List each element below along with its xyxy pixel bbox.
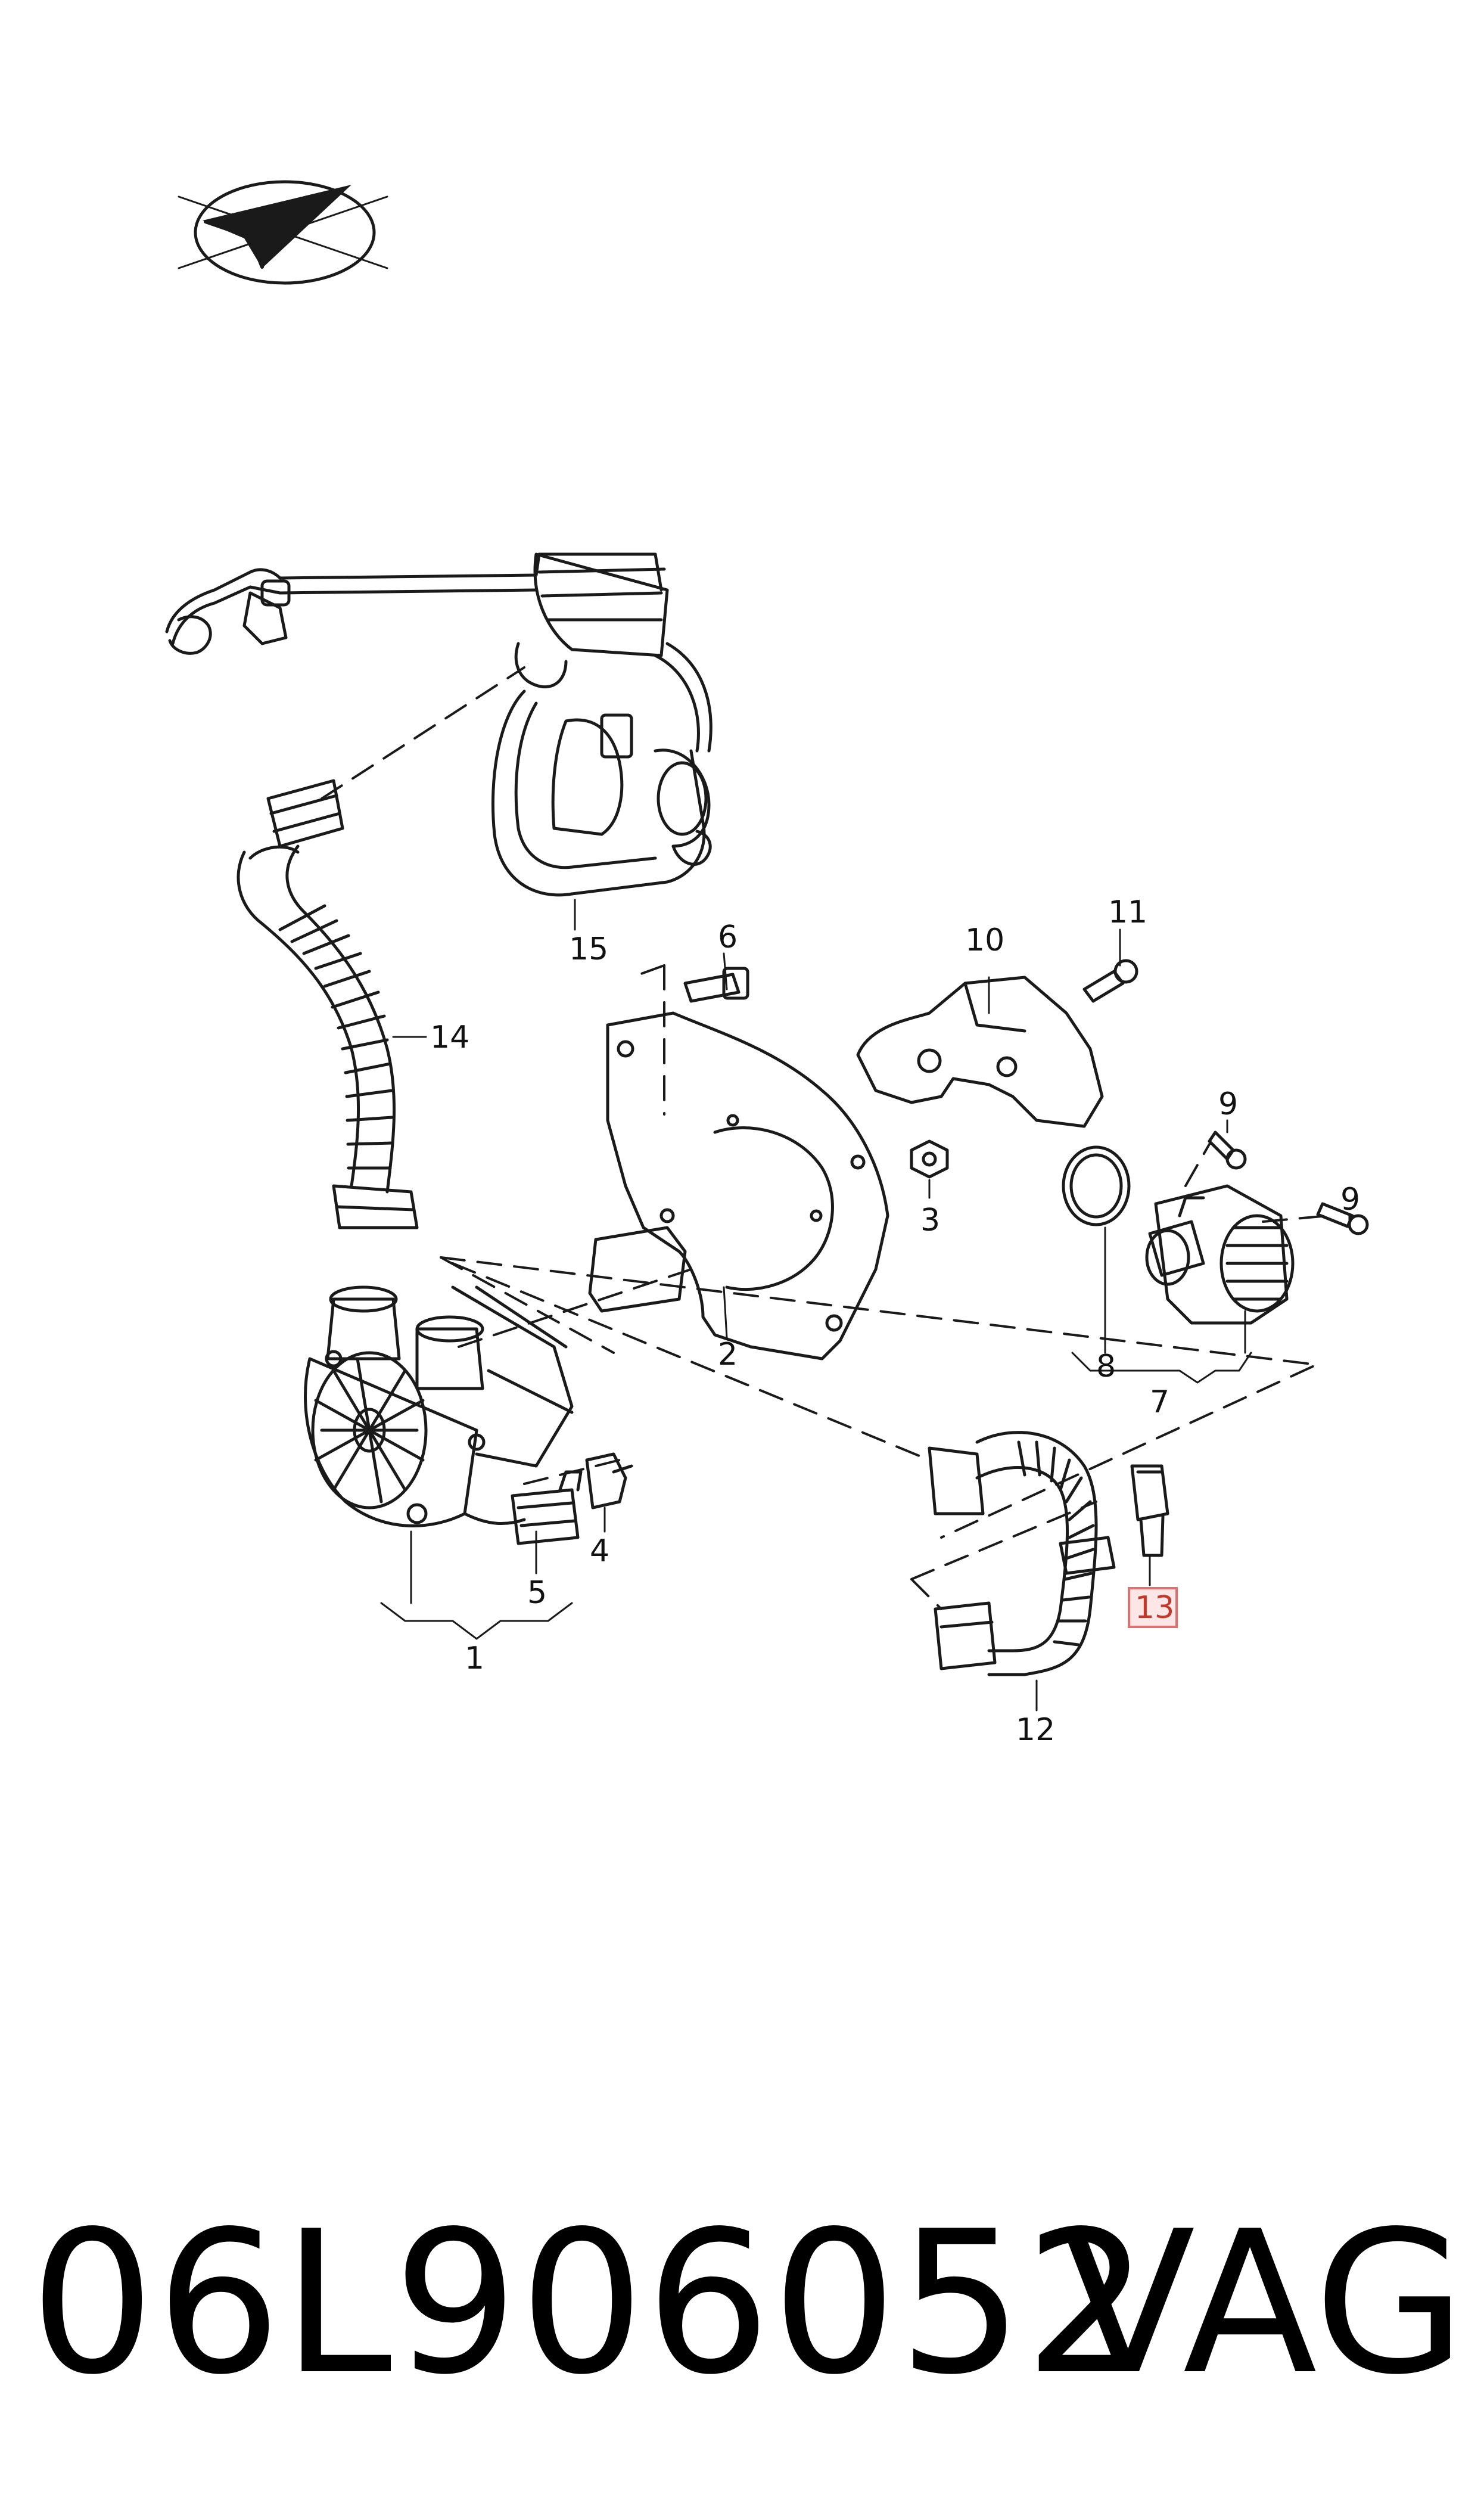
part-6-bolt [683,967,749,1003]
callout-1: 1 [465,1641,484,1676]
brand-name: VAG [1060,2189,1466,2418]
callout-12: 12 [1016,1712,1055,1748]
part-11-bolt [1082,959,1138,1003]
part-10-valve-bracket [856,976,1104,1128]
callout-10: 10 [965,923,1004,958]
part-number: 06L906052 [30,2189,1151,2418]
callout-5: 5 [527,1575,547,1611]
part-9-bolt-upper [1208,1130,1247,1170]
callout-7: 7 [1150,1384,1169,1420]
part-12-corrugated-hose [928,1431,1116,1676]
callout-11: 11 [1108,894,1147,930]
callout-2: 2 [718,1337,738,1372]
callout-9-right: 9 [1340,1182,1360,1217]
part-14-corrugated-hose [237,779,419,1229]
part-4-clip [585,1452,633,1509]
leader-lines [380,899,1351,1712]
part-7-combination-valve [1145,1184,1295,1325]
callout-14: 14 [430,1020,469,1055]
callout-4: 4 [590,1533,609,1569]
callout-13: 13 [1135,1590,1174,1626]
part-13-sensor [1130,1464,1169,1557]
callout-6: 6 [718,920,738,955]
part-5-connector [511,1470,583,1545]
callout-8: 8 [1096,1349,1116,1384]
vag-logo-icon [178,180,388,285]
part-3-nut [910,1139,949,1179]
part-2-bracket [588,1011,889,1361]
part-15-intake-housing [165,552,713,897]
callout-3: 3 [920,1203,940,1238]
part-8-o-ring [1062,1145,1131,1226]
callout-9-upper: 9 [1218,1086,1238,1122]
part-1-air-pump [304,1285,574,1527]
assembly-lines [321,666,1330,1610]
callout-13-highlight [1128,1587,1178,1628]
callout-15: 15 [569,931,608,967]
